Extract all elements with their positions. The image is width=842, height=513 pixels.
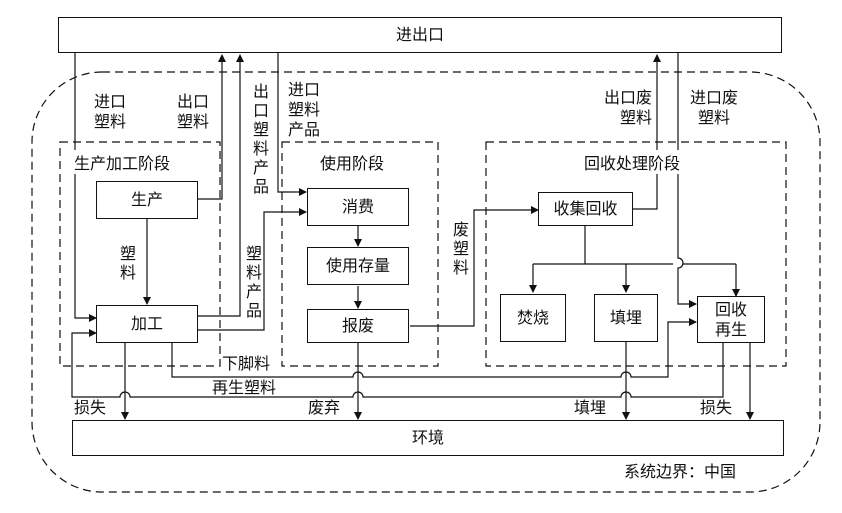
- stock-in-use-box: 使用存量: [307, 247, 409, 285]
- loss-right-label: 损失: [700, 398, 733, 417]
- production-stage-boundary: [59, 141, 221, 367]
- waste-plastic-label: 废塑料: [452, 220, 469, 277]
- flow-plastic-products: [198, 208, 307, 331]
- recycled-plastic-label: 再生塑料: [212, 378, 277, 397]
- flow-export-waste-plastic: [633, 54, 661, 210]
- import-waste-plastic-label: 进口废塑料: [689, 88, 738, 127]
- flow-import-waste-plastic: [677, 52, 697, 308]
- environment-box: 环境: [72, 420, 784, 456]
- recycling-stage-boundary: [485, 141, 787, 367]
- recycling-box: 回收再生: [697, 296, 765, 343]
- flow-import-plastic-products: [277, 52, 307, 196]
- export-waste-plastic-label: 出口废塑料: [603, 88, 652, 127]
- production-stage-label: 生产加工阶段: [72, 150, 173, 174]
- flow-recycled-plastic: [71, 329, 724, 398]
- flow-waste-plastic: [410, 206, 539, 327]
- plastic-label: 塑料: [119, 244, 136, 282]
- processing-box: 加工: [96, 305, 198, 343]
- flow-to-incineration: [533, 263, 736, 292]
- system-boundary-label: 系统边界：中国: [624, 462, 737, 481]
- landfill-flow-label: 填埋: [574, 398, 607, 417]
- flow-export-plastic: [198, 54, 226, 200]
- loss-left-label: 损失: [74, 398, 107, 417]
- flow-scraps: [171, 318, 697, 378]
- use-stage-boundary: [281, 141, 439, 367]
- import-export-box: 进出口: [58, 17, 782, 53]
- collection-box: 收集回收: [538, 192, 633, 226]
- incineration-box: 焚烧: [500, 294, 566, 342]
- import-plastic-products-label: 进口塑料产品: [288, 80, 321, 139]
- use-stage-label: 使用阶段: [318, 150, 387, 174]
- discard-label: 废弃: [308, 398, 341, 417]
- production-box: 生产: [96, 181, 198, 219]
- flow-export-plastic-products: [198, 54, 244, 317]
- consumption-box: 消费: [307, 188, 409, 226]
- plastic-products-label: 塑料产品: [245, 244, 262, 320]
- import-plastic-label: 进口塑料: [93, 92, 126, 131]
- scraps-label: 下脚料: [222, 354, 271, 374]
- recycling-stage-label: 回收处理阶段: [582, 150, 683, 174]
- system-boundary: [31, 71, 821, 493]
- flow-import-plastic: [74, 52, 97, 322]
- landfill-box: 填埋: [594, 294, 658, 342]
- export-plastic-products-label: 出口塑料产品: [252, 82, 269, 196]
- export-plastic-label: 出口塑料: [176, 92, 209, 131]
- scrap-box: 报废: [307, 309, 409, 343]
